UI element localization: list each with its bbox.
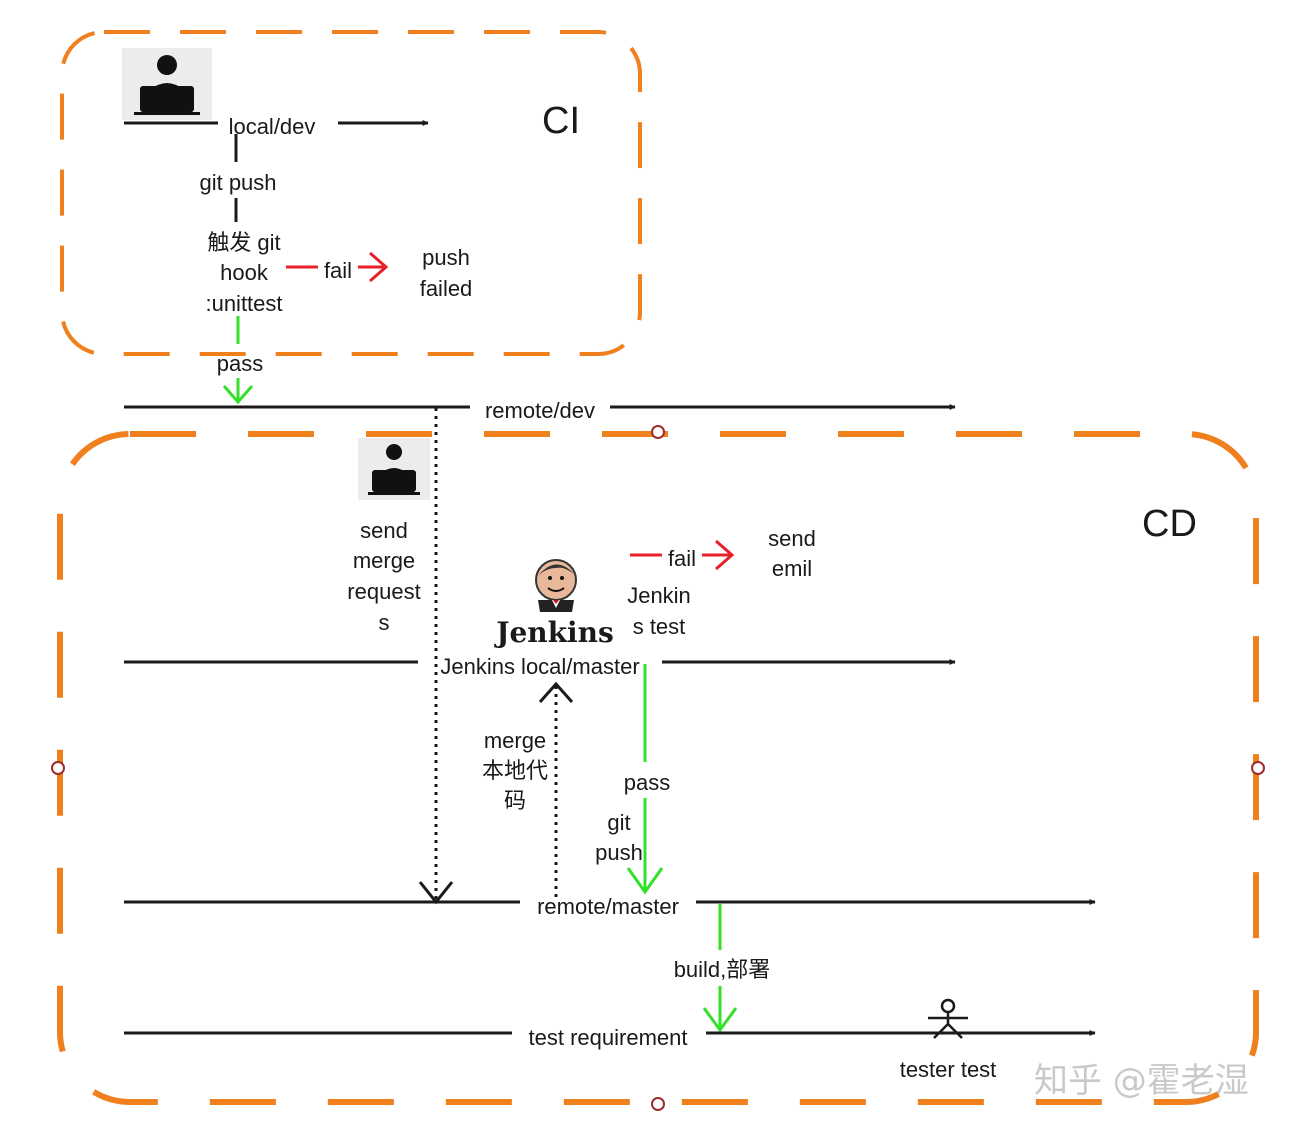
build-deploy-label: build,部署 [674, 957, 771, 982]
send-emil-label-1: send [768, 526, 816, 551]
ci-hook-label-1: 触发 git [207, 230, 280, 255]
developer-icon-cd [358, 438, 430, 500]
merge-local-label-2: 本地代 [482, 758, 548, 783]
developer-icon [122, 48, 212, 120]
cd-handle-bottom[interactable] [651, 1097, 665, 1111]
merge-request-label-4: s [379, 610, 390, 635]
cd-handle-top[interactable] [651, 425, 665, 439]
cd-git-push-label-1: git [607, 810, 630, 835]
merge-request-label-2: merge [353, 548, 415, 573]
cd-fail-label: fail [668, 546, 696, 571]
jenkins-test-label-1: Jenkin [627, 583, 691, 608]
cd-pass-label: pass [624, 770, 670, 795]
branch-remote-master: remote/master [537, 894, 679, 919]
ci-hook-label-2: hook [220, 260, 269, 285]
branch-remote-dev: remote/dev [485, 398, 595, 423]
cd-git-push-label-2: push [595, 840, 643, 865]
push-failed-label-2: failed [420, 276, 473, 301]
branch-jenkins-local-master: Jenkins local/master [440, 654, 639, 679]
branch-local-dev: local/dev [229, 114, 316, 139]
ci-pass-label: pass [217, 351, 263, 376]
jenkins-logo-text: Jenkins [493, 616, 614, 649]
merge-local-label-1: merge [484, 728, 546, 753]
push-failed-label-1: push [422, 245, 470, 270]
ci-region-title: CI [542, 100, 580, 142]
ci-hook-label-3: :unittest [205, 291, 282, 316]
watermark: 知乎 @霍老湿 [1034, 1061, 1249, 1101]
cd-region-border [57, 431, 1259, 1105]
tester-test-label: tester test [900, 1057, 997, 1082]
cd-handle-left[interactable] [51, 761, 65, 775]
merge-local-label-3: 码 [504, 788, 526, 813]
send-emil-label-2: emil [772, 556, 812, 581]
ci-fail-label: fail [324, 258, 352, 283]
ci-git-push-label: git push [199, 170, 276, 195]
ci-region-border [60, 30, 642, 356]
branch-test-requirement: test requirement [529, 1025, 688, 1050]
tester-stick-figure-icon [928, 998, 968, 1039]
cd-handle-right[interactable] [1251, 761, 1265, 775]
jenkins-butler-icon [535, 559, 577, 612]
jenkins-test-label-2: s test [633, 614, 686, 639]
merge-request-label-3: request [347, 579, 420, 604]
merge-request-label-1: send [360, 518, 408, 543]
cd-region-title: CD [1142, 503, 1197, 545]
